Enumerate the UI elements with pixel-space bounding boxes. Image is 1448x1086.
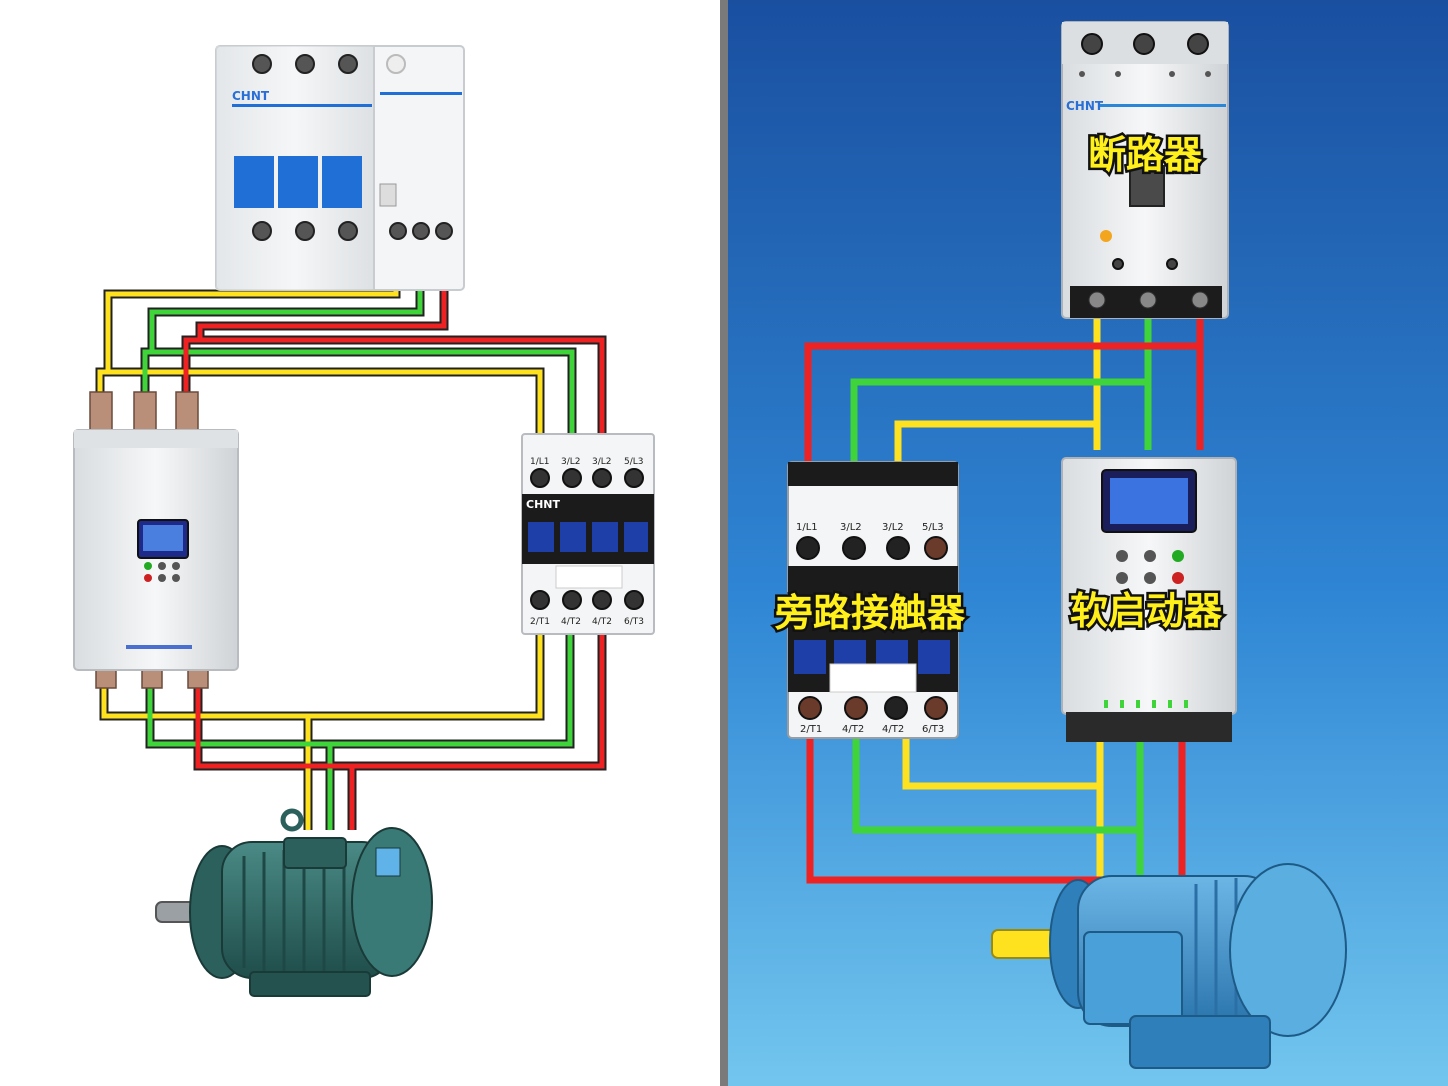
- svg-text:5/L3: 5/L3: [922, 522, 944, 533]
- right-circuit-breaker: CHNT 断路器: [1061, 21, 1229, 319]
- svg-text:3/L2: 3/L2: [840, 522, 862, 533]
- left-contactor-bottom-terminal-labels: 2/T1 4/T2 4/T2 6/T3: [530, 617, 644, 627]
- svg-text:4/T2: 4/T2: [561, 617, 581, 627]
- svg-text:2/T1: 2/T1: [530, 617, 550, 627]
- svg-text:3/L2: 3/L2: [882, 522, 904, 533]
- svg-text:1/L1: 1/L1: [796, 522, 818, 533]
- left-soft-starter: [73, 391, 239, 689]
- left-breaker-bottom-screws: [252, 221, 453, 241]
- svg-text:3/L2: 3/L2: [561, 457, 581, 467]
- right-contactor-bottom-terminal-labels: 2/T1 4/T2 4/T2 6/T3: [800, 724, 944, 735]
- left-breaker-top-screws: [252, 54, 406, 74]
- svg-text:2/T1: 2/T1: [800, 724, 822, 735]
- left-wires: [95, 240, 607, 830]
- left-contactor: CHNT 1/L1 3/L2 3/L2 5/L3 2/T1 4/T2 4/T2 …: [521, 433, 655, 635]
- right-soft-starter-label: 软启动器: [1070, 589, 1223, 633]
- left-breaker-brand: CHNT: [232, 89, 270, 103]
- right-bypass-contactor: 1/L1 3/L2 3/L2 5/L3 2/T1 4/T2 4/T2 6/T3 …: [771, 461, 968, 739]
- right-contactor-label: 旁路接触器: [774, 591, 966, 635]
- right-motor: [991, 863, 1347, 1069]
- left-soft-starter-keypad: [144, 562, 180, 582]
- svg-text:5/L3: 5/L3: [624, 457, 644, 467]
- panel-divider: [720, 0, 728, 1086]
- left-motor: [155, 808, 433, 997]
- right-soft-starter-keypad: [1116, 550, 1184, 584]
- svg-text:3/L2: 3/L2: [592, 457, 612, 467]
- right-breaker-handle: [1129, 165, 1165, 207]
- svg-text:4/T2: 4/T2: [842, 724, 864, 735]
- left-contactor-top-terminal-labels: 1/L1 3/L2 3/L2 5/L3: [530, 457, 644, 467]
- left-breaker-toggles: [234, 156, 362, 208]
- svg-text:1/L1: 1/L1: [530, 457, 550, 467]
- svg-text:6/T3: 6/T3: [922, 724, 944, 735]
- left-contactor-brand: CHNT: [526, 498, 560, 511]
- left-circuit-breaker: CHNT: [215, 45, 465, 291]
- right-breaker-label: 断路器: [1088, 133, 1203, 177]
- right-contactor-top-terminal-labels: 1/L1 3/L2 3/L2 5/L3: [796, 522, 944, 533]
- right-soft-starter: 软启动器: [1061, 457, 1237, 742]
- svg-text:6/T3: 6/T3: [624, 617, 644, 627]
- svg-text:4/T2: 4/T2: [882, 724, 904, 735]
- right-breaker-brand: CHNT: [1066, 99, 1104, 113]
- svg-text:4/T2: 4/T2: [592, 617, 612, 627]
